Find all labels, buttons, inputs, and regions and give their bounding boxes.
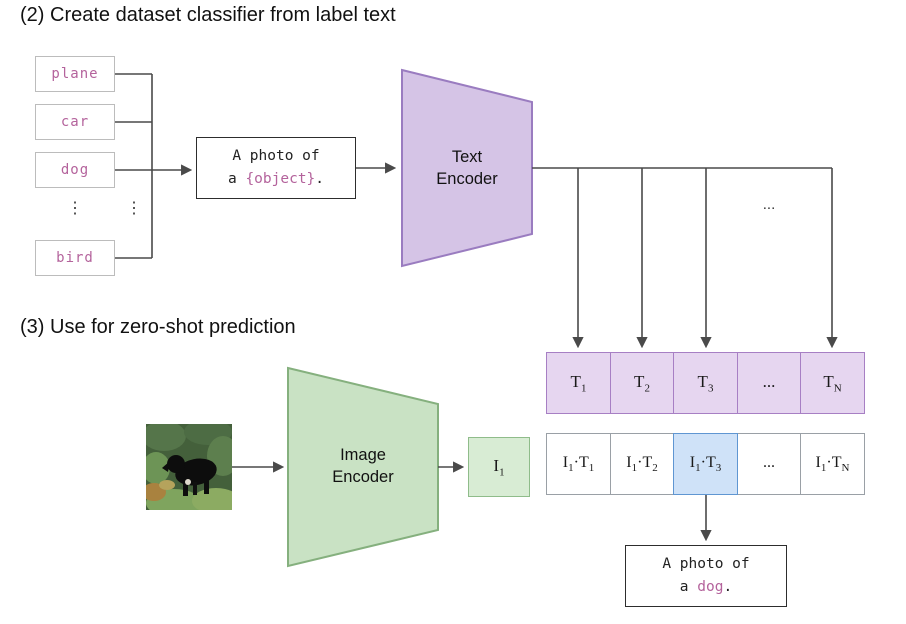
text-embedding-cell: T3 [673,352,738,414]
image-embedding-box: I1 [468,437,530,497]
text-embedding-cell: TN [800,352,865,414]
section3-title: (3) Use for zero-shot prediction [20,316,296,338]
text-encoder-label: Text Encoder [436,148,498,188]
image-encoder-shape [287,366,439,568]
dog-photo [146,424,232,510]
label-bracket-lines [115,73,193,259]
prompt-object-token: {object} [245,171,316,187]
image-encoder-label: Image Encoder [332,446,394,486]
vertical-ellipsis: ⋮ [126,200,142,217]
section2-title: (2) Create dataset classifier from label… [20,4,396,26]
class-label-dog: dog [35,152,115,188]
text-embedding-arrows [532,167,838,349]
text-embedding-cell: T1 [546,352,611,414]
prompt-line2: a {object}. [227,171,325,187]
text-embedding-cell-ellipsis: ... [736,352,802,414]
similarity-cell-max: I1·T3 [673,433,738,495]
prompt-line1: A photo of [232,148,320,164]
class-label-bird: bird [35,240,115,276]
similarity-row: I1·T1 I1·T2 I1·T3 ... I1·TN [546,433,865,495]
similarity-cell-ellipsis: ... [736,433,802,495]
class-label-car: car [35,104,115,140]
text-encoder-shape [401,68,533,268]
prediction-line2: a dog. [679,579,733,595]
horizontal-ellipsis: ... [762,196,776,213]
text-embedding-cell: T2 [609,352,675,414]
similarity-cell: I1·T2 [609,433,675,495]
prediction-box: A photo of a dog. [625,545,787,607]
similarity-cell: I1·TN [800,433,865,495]
prediction-object-token: dog [697,579,724,595]
prompt-template-box: A photo of a {object}. [196,137,356,199]
vertical-ellipsis: ⋮ [67,200,83,217]
text-embedding-row: T1 T2 T3 ... TN [546,352,865,414]
class-label-plane: plane [35,56,115,92]
similarity-cell: I1·T1 [546,433,611,495]
prediction-line1: A photo of [662,556,750,572]
